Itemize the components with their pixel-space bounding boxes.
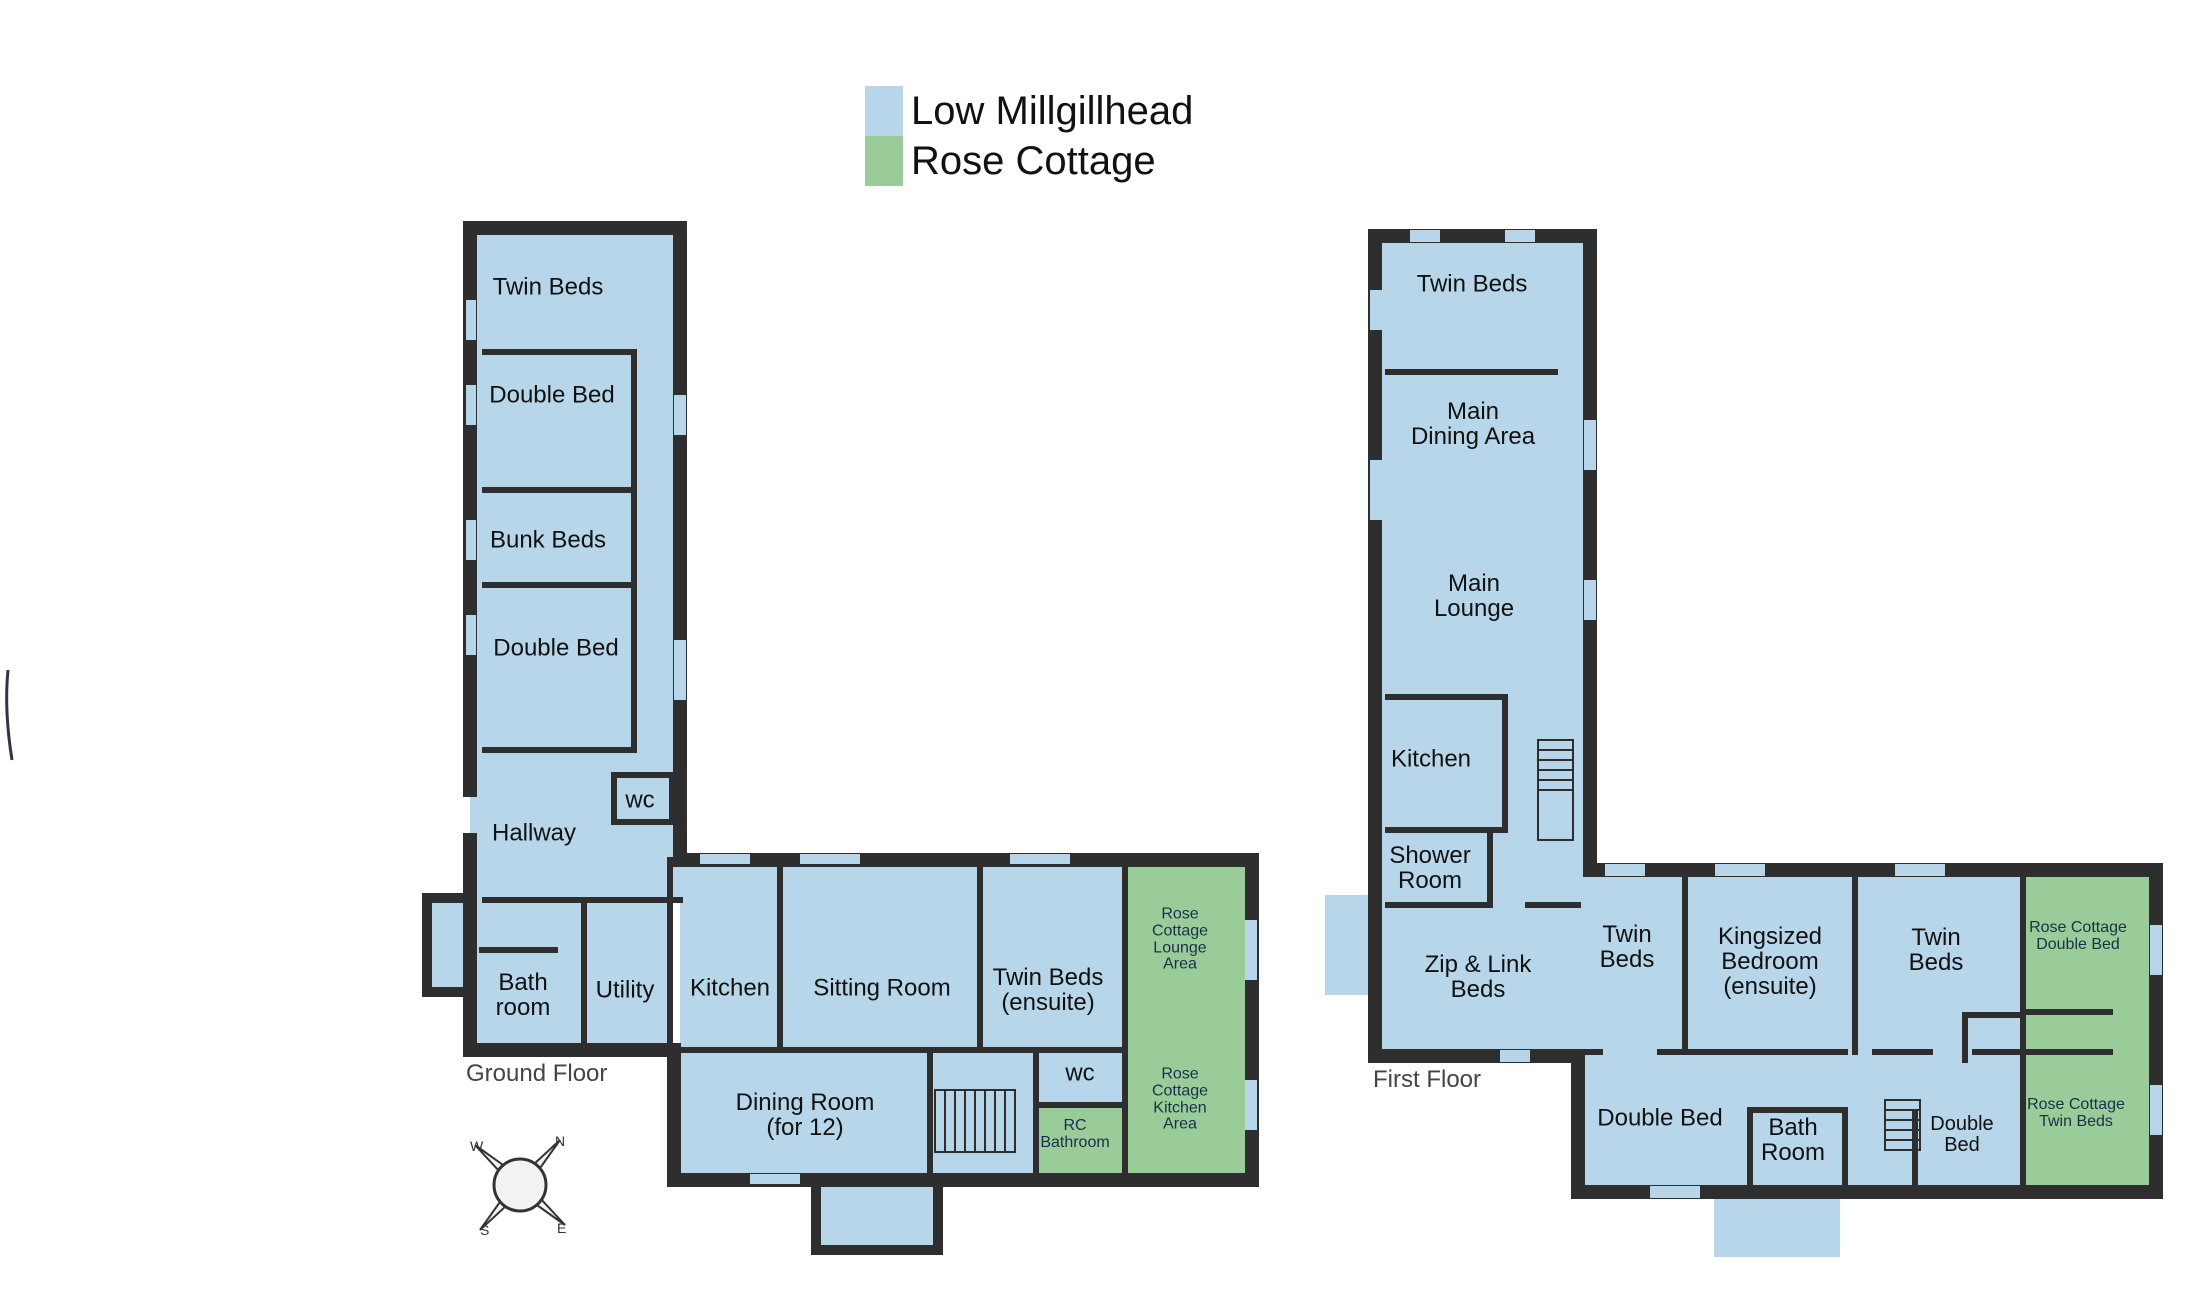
gf-room-twin-beds-ensuite: Twin Beds (ensuite) xyxy=(992,963,1104,1016)
gf-room-rc-lounge: Rose Cottage Lounge Area xyxy=(1151,905,1209,973)
gf-room-utility: Utility xyxy=(595,976,655,1004)
ff-window xyxy=(1370,290,1382,330)
ff-room-kitchen: Kitchen xyxy=(1390,745,1472,773)
first-floor-plan xyxy=(934,229,2163,1257)
ff-interior-walls xyxy=(1385,369,2113,1188)
gf-window xyxy=(1010,854,1070,864)
ff-window xyxy=(1410,230,1440,242)
gf-porch-wall xyxy=(422,893,475,997)
ff-room-zip-link: Zip & Link Beds xyxy=(1424,950,1532,1003)
gf-room-double-bed-2: Double Bed xyxy=(493,634,619,662)
ff-stairs-lines xyxy=(1538,749,1573,791)
ff-room-twin-beds-3: Twin Beds xyxy=(1908,923,1964,976)
compass-center xyxy=(492,1157,548,1213)
gf-window xyxy=(674,640,686,700)
compass-w-label: W xyxy=(470,1138,484,1154)
ff-wing-fill xyxy=(1370,236,1590,1056)
gf-window xyxy=(700,854,750,864)
ff-room-double-bed-small: Double Bed xyxy=(1930,1113,1994,1156)
gf-room-sitting-room: Sitting Room xyxy=(813,974,951,1002)
gf-room-wc-2: wc xyxy=(1065,1059,1095,1087)
gf-left-lower-wall xyxy=(463,833,677,1057)
gf-room-kitchen: Kitchen xyxy=(689,974,771,1002)
ff-window xyxy=(1715,864,1765,876)
gf-window xyxy=(466,385,476,425)
first-floor-title: First Floor xyxy=(1373,1066,1481,1093)
ff-room-double-bed: Double Bed xyxy=(1597,1104,1723,1132)
compass-e-label: E xyxy=(557,1220,567,1236)
legend-label: Low Millgillhead xyxy=(911,88,1194,133)
ground-floor-plan xyxy=(422,221,1259,1255)
ff-room-twin-beds-2: Twin Beds xyxy=(1599,920,1655,973)
ff-window xyxy=(2150,1085,2162,1135)
legend-label: Rose Cottage xyxy=(911,138,1156,183)
gf-window xyxy=(674,395,686,435)
ff-window xyxy=(1584,420,1596,470)
compass-n-label: N xyxy=(555,1133,566,1149)
gf-room-hallway: Hallway xyxy=(491,819,577,847)
compass-s-label: S xyxy=(480,1222,490,1238)
ff-stairs-box xyxy=(1884,1099,1921,1151)
ff-room-rc-twin: Rose Cottage Twin Beds xyxy=(2027,1096,2125,1130)
ff-window xyxy=(1605,864,1645,876)
gf-bay-wall xyxy=(811,1175,943,1255)
ff-window xyxy=(1370,460,1382,520)
legend-item-low-millgillhead: Low Millgillhead xyxy=(865,86,1193,136)
ff-main-fill xyxy=(1578,870,2023,1185)
gf-window xyxy=(750,1174,800,1184)
ff-room-main-lounge: Main Lounge xyxy=(1433,569,1515,622)
ff-window xyxy=(1650,1186,1700,1198)
gf-room-rc-kitchen: Rose Cottage Kitchen Area xyxy=(1151,1065,1209,1133)
ff-window xyxy=(2150,925,2162,975)
ff-window xyxy=(1895,864,1945,876)
ff-room-shower-room: Shower Room xyxy=(1389,841,1471,894)
gf-interior-walls xyxy=(479,349,1128,1183)
gf-window xyxy=(1245,1080,1257,1130)
ground-floor-title: Ground Floor xyxy=(466,1060,608,1087)
ff-room-twin-beds: Twin Beds xyxy=(1416,270,1528,298)
ff-rc-fill xyxy=(2023,870,2153,1185)
compass-rose xyxy=(474,1139,566,1231)
gf-room-twin-beds: Twin Beds xyxy=(492,273,604,301)
left-edge-mark xyxy=(5,669,14,761)
ff-window xyxy=(1500,1050,1530,1062)
ff-side-fill xyxy=(1325,895,1375,995)
gf-rc-bath-fill xyxy=(1036,1108,1125,1178)
gf-lower-left-fill xyxy=(470,898,670,1048)
gf-room-bunk-beds: Bunk Beds xyxy=(489,526,607,554)
ff-wing-outline xyxy=(1368,229,1597,1063)
gf-window xyxy=(800,854,860,864)
ff-room-bath-room: Bath Room xyxy=(1760,1113,1826,1166)
ff-window xyxy=(1505,230,1535,242)
gf-bay-fill xyxy=(816,1185,938,1247)
gf-room-double-bed: Double Bed xyxy=(489,381,615,409)
ff-room-main-dining: Main Dining Area xyxy=(1410,397,1536,450)
gf-stairs-lines xyxy=(944,1090,1006,1152)
gf-window xyxy=(1245,920,1257,980)
ff-stairs-lines xyxy=(1885,1109,1920,1141)
legend-swatch xyxy=(865,86,903,136)
gf-room-bath-room: Bath room xyxy=(495,968,551,1021)
gf-window xyxy=(466,300,476,340)
ff-room-rc-double: Rose Cottage Double Bed xyxy=(2029,919,2127,953)
ff-main-outline xyxy=(1571,863,2163,1199)
gf-rc-fill xyxy=(1125,860,1252,1178)
ff-window xyxy=(1584,580,1596,620)
ff-room-kingsized: Kingsized Bedroom (ensuite) xyxy=(1717,923,1823,1001)
gf-window xyxy=(466,615,476,655)
gf-room-wc: wc xyxy=(625,786,655,814)
legend-item-rose-cottage: Rose Cottage xyxy=(865,136,1156,186)
gf-room-rc-bathroom: RC Bathroom xyxy=(1040,1117,1110,1151)
legend-swatch xyxy=(865,136,903,186)
gf-room-dining-room: Dining Room (for 12) xyxy=(735,1088,875,1141)
gf-wing-fill xyxy=(470,228,680,898)
gf-window xyxy=(466,520,476,560)
